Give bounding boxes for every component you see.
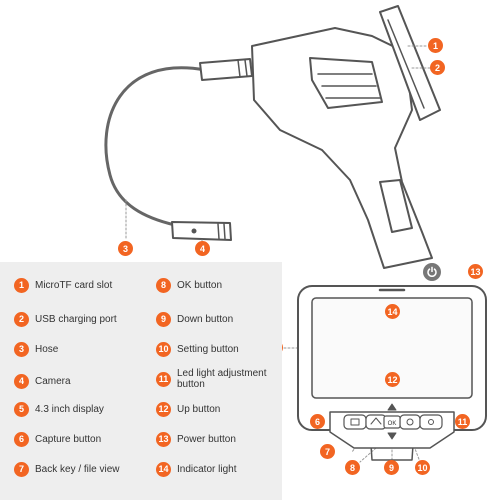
down-arrow-icon	[387, 432, 397, 440]
legend-label: USB charging port	[35, 313, 117, 325]
legend-label: Led light adjustment button	[177, 368, 267, 390]
legend-panel: 1 MicroTF card slot 2 USB charging port …	[0, 262, 282, 500]
legend-item: 2 USB charging port	[14, 310, 117, 328]
callout-3: 3	[118, 241, 133, 256]
legend-label: MicroTF card slot	[35, 279, 113, 291]
legend-item: 14 Indicator light	[156, 460, 236, 478]
callout-14: 14	[385, 304, 400, 319]
legend-label: Power button	[177, 433, 236, 445]
legend-number: 10	[156, 341, 171, 357]
callout-4: 4	[195, 241, 210, 256]
callout-12: 12	[385, 372, 400, 387]
back-icon	[370, 417, 382, 425]
callout-8: 8	[345, 460, 360, 475]
legend-item: 11 Led light adjustment button	[156, 366, 277, 392]
legend-number: 12	[156, 401, 171, 417]
legend-label: Indicator light	[177, 463, 237, 475]
hose-connector	[199, 58, 253, 81]
legend-item: 10 Setting button	[156, 340, 239, 358]
callout-6: 6	[310, 414, 325, 429]
screen-housing	[379, 5, 441, 121]
legend-item: 13 Power button	[156, 430, 236, 448]
camera-icon	[350, 418, 360, 426]
back-key	[365, 414, 387, 430]
legend-number: 7	[14, 461, 29, 477]
callout-2: 2	[430, 60, 445, 75]
callout-9: 9	[384, 460, 399, 475]
legend-item: 5 4.3 inch display	[14, 400, 104, 418]
legend-number: 3	[14, 341, 29, 357]
legend-number: 8	[156, 277, 171, 293]
led-icon	[428, 419, 434, 425]
legend-label: Capture button	[35, 433, 102, 445]
hose	[104, 66, 207, 227]
callout-13: 13	[468, 264, 483, 279]
legend-number: 14	[156, 461, 171, 477]
legend-number: 5	[14, 401, 29, 417]
power-icon	[427, 266, 437, 277]
callout-10: 10	[415, 460, 430, 475]
legend-number: 1	[14, 277, 29, 293]
legend-item: 1 MicroTF card slot	[14, 276, 112, 294]
legend-number: 6	[14, 431, 29, 447]
callout-1: 1	[428, 38, 443, 53]
legend-number: 13	[156, 431, 171, 447]
legend-label: Hose	[35, 343, 59, 355]
legend-item: 7 Back key / file view	[14, 460, 119, 478]
legend-label: Down button	[177, 313, 234, 325]
settings-icon	[406, 418, 414, 426]
legend-item: 8 OK button	[156, 276, 222, 294]
monitor-screen	[311, 297, 473, 399]
legend-item: 12 Up button	[156, 400, 220, 418]
legend-item: 3 Hose	[14, 340, 58, 358]
legend-label: Camera	[35, 375, 71, 387]
legend-number: 11	[156, 371, 171, 387]
legend-label: OK button	[177, 279, 223, 291]
ok-key-label: OK	[388, 421, 397, 427]
power-button	[423, 263, 441, 281]
legend-label: Back key / file view	[35, 463, 120, 475]
legend-number: 2	[14, 311, 29, 327]
legend-item: 6 Capture button	[14, 430, 101, 448]
legend-item: 4 Camera	[14, 372, 71, 390]
legend-label: Setting button	[177, 343, 239, 355]
callout-7: 7	[320, 444, 335, 459]
ok-key	[383, 415, 401, 429]
led-key	[419, 414, 443, 430]
legend-number: 4	[14, 373, 29, 389]
callout-11: 11	[455, 414, 470, 429]
legend-label: Up button	[177, 403, 221, 415]
legend-item: 9 Down button	[156, 310, 233, 328]
capture-key	[343, 414, 367, 430]
camera-head	[171, 221, 232, 241]
setting-key	[399, 414, 421, 430]
up-arrow-icon	[387, 403, 397, 411]
camera-lens-icon	[191, 228, 197, 234]
legend-label: 4.3 inch display	[35, 403, 104, 415]
legend-number: 9	[156, 311, 171, 327]
